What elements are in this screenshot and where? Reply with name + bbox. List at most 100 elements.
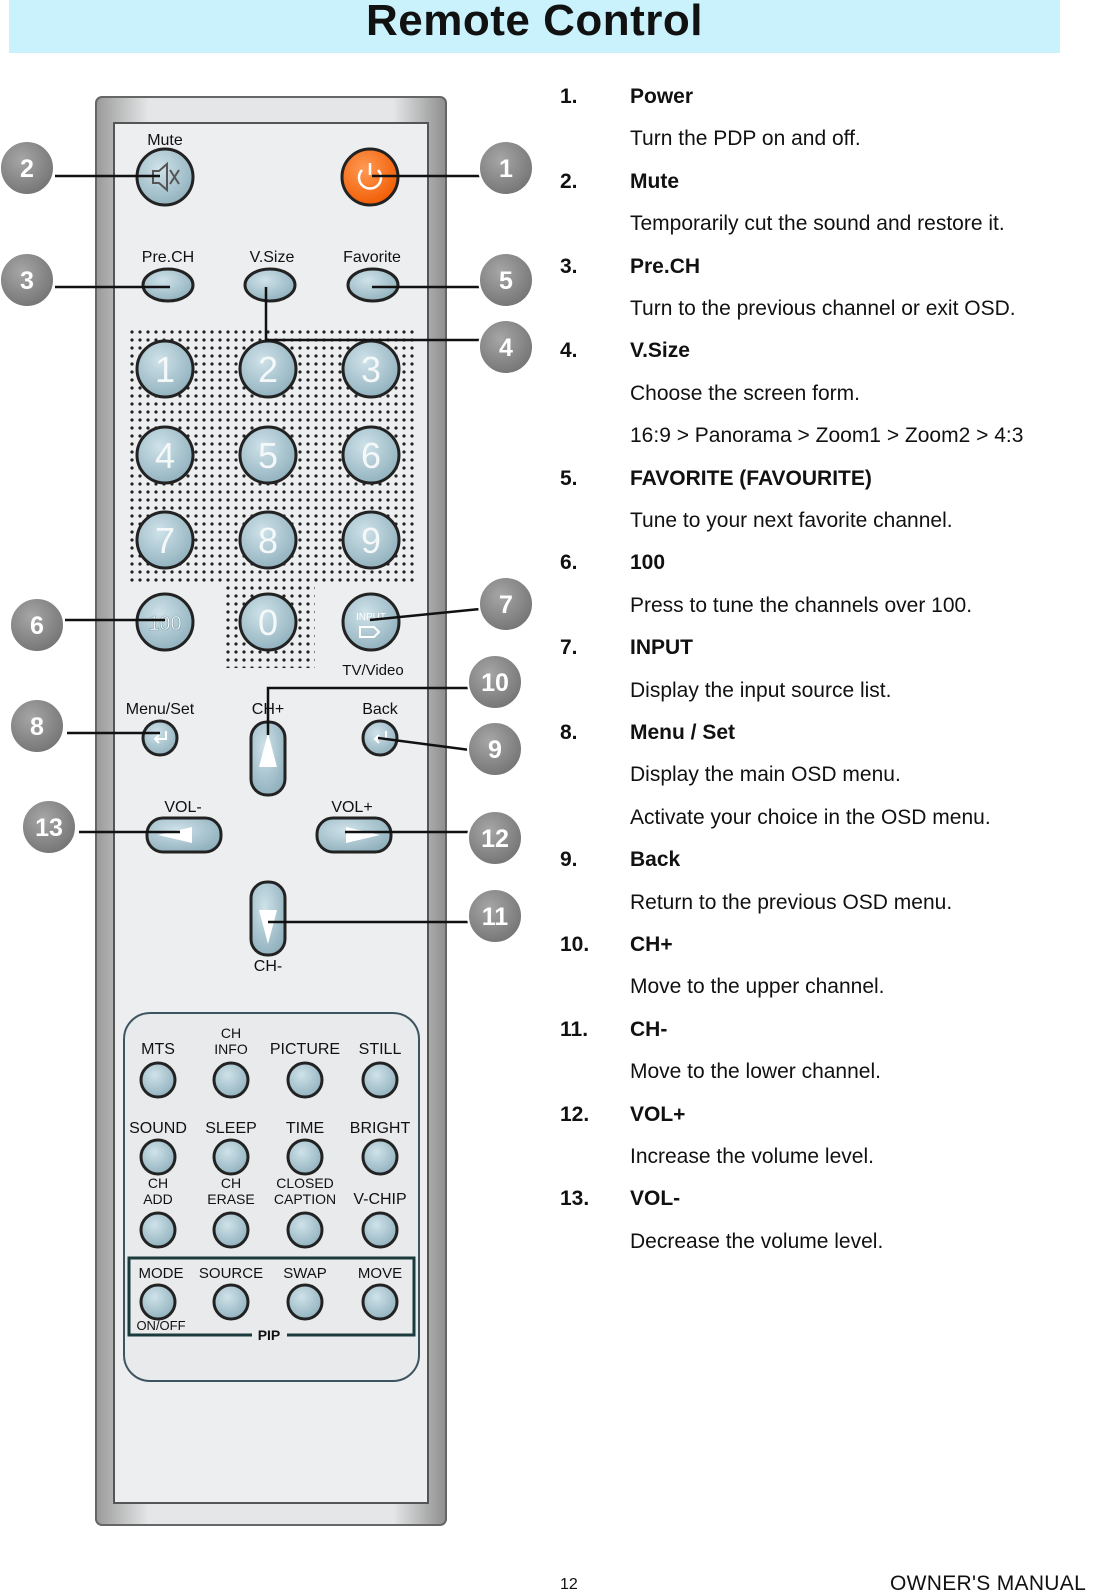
favorite-label: Favorite bbox=[343, 249, 401, 266]
item-description: Choose the screen form. bbox=[630, 381, 860, 405]
arrow-down-icon bbox=[259, 910, 277, 944]
mute-button[interactable] bbox=[135, 147, 195, 207]
ch-minus-label: CH- bbox=[254, 958, 282, 975]
item-name: VOL- bbox=[630, 1187, 681, 1211]
fn-key-button[interactable] bbox=[139, 1211, 177, 1249]
key-7[interactable]: 7 bbox=[135, 510, 195, 570]
callout-number: 3 bbox=[20, 267, 34, 295]
item-name: CH+ bbox=[630, 933, 673, 956]
fn-key-button[interactable] bbox=[361, 1138, 399, 1176]
callout-3: 3 bbox=[0, 252, 55, 308]
item-number: 11. bbox=[560, 1017, 589, 1041]
item-name: FAVORITE (FAVOURITE) bbox=[630, 466, 872, 490]
input-button[interactable]: INPUT bbox=[341, 592, 401, 652]
callout-4: 4 bbox=[478, 319, 534, 375]
ch-down-button[interactable] bbox=[249, 880, 287, 957]
pip-key-button[interactable] bbox=[212, 1283, 250, 1321]
key-0[interactable]: 0 bbox=[238, 592, 298, 652]
fn-key-button[interactable] bbox=[286, 1138, 324, 1176]
fn-key-button[interactable] bbox=[212, 1138, 250, 1176]
prech-button[interactable] bbox=[141, 267, 195, 303]
callout-9: 9 bbox=[467, 721, 523, 777]
callout-5: 5 bbox=[478, 252, 534, 308]
key-2[interactable]: 2 bbox=[238, 339, 298, 399]
item-name: CH- bbox=[630, 1017, 668, 1041]
item-description: Turn the PDP on and off. bbox=[630, 127, 861, 151]
fn-key-button[interactable] bbox=[139, 1138, 177, 1176]
vol-down-button[interactable] bbox=[145, 816, 223, 854]
key-4[interactable]: 4 bbox=[135, 425, 195, 485]
fn-key-button[interactable] bbox=[286, 1211, 324, 1249]
pip-key-button[interactable] bbox=[139, 1283, 177, 1321]
key-8-label: 8 bbox=[258, 520, 278, 561]
callout-number: 10 bbox=[481, 669, 509, 697]
pip-key-label: SWAP bbox=[283, 1265, 327, 1282]
callout-13: 13 bbox=[21, 799, 77, 855]
key-6[interactable]: 6 bbox=[341, 425, 401, 485]
fn-key-label: STILL bbox=[359, 1041, 402, 1058]
fn-key-label: BRIGHT bbox=[350, 1120, 411, 1137]
arrow-up-icon bbox=[259, 733, 277, 767]
item-name: Mute bbox=[630, 169, 679, 193]
callout-number: 1 bbox=[499, 155, 513, 183]
item-number: 13. bbox=[560, 1187, 590, 1211]
key-0-label: 0 bbox=[258, 602, 278, 643]
key-3-label: 3 bbox=[361, 349, 381, 390]
vol-up-button[interactable] bbox=[315, 816, 393, 854]
vol-plus-label: VOL+ bbox=[331, 799, 372, 816]
callout-11: 11 bbox=[467, 888, 523, 944]
item-description: 16:9 > Panorama > Zoom1 > Zoom2 > 4:3 bbox=[630, 424, 1024, 448]
mute-label: Mute bbox=[147, 132, 183, 149]
key-4-label: 4 bbox=[155, 435, 175, 476]
fn-key-button[interactable] bbox=[286, 1061, 324, 1099]
callout-12: 12 bbox=[467, 810, 523, 866]
ch-up-button[interactable] bbox=[249, 720, 287, 797]
favorite-button[interactable] bbox=[346, 267, 400, 303]
pip-key-button[interactable] bbox=[361, 1283, 399, 1321]
key-3[interactable]: 3 bbox=[341, 339, 401, 399]
key-8[interactable]: 8 bbox=[238, 510, 298, 570]
key-5-label: 5 bbox=[258, 435, 278, 476]
tv-video-label: TV/Video bbox=[342, 662, 403, 679]
pip-key-label: MOVE bbox=[358, 1265, 402, 1282]
callout-1: 1 bbox=[478, 140, 534, 196]
fn-key-button[interactable] bbox=[361, 1211, 399, 1249]
item-description: Activate your choice in the OSD menu. bbox=[630, 805, 991, 829]
key-5[interactable]: 5 bbox=[238, 425, 298, 485]
callout-number: 2 bbox=[20, 155, 34, 183]
item-number: 10. bbox=[560, 933, 590, 956]
fn-key-button[interactable] bbox=[361, 1061, 399, 1099]
fn-key-button[interactable] bbox=[139, 1061, 177, 1099]
fn-key-label: V-CHIP bbox=[353, 1191, 406, 1208]
callout-leader-lines bbox=[55, 174, 481, 924]
key-9[interactable]: 9 bbox=[341, 510, 401, 570]
item-name: Menu / Set bbox=[630, 721, 736, 744]
item-description: Display the input source list. bbox=[630, 678, 892, 702]
key-1[interactable]: 1 bbox=[135, 339, 195, 399]
item-number: 4. bbox=[560, 339, 578, 363]
item-number: 7. bbox=[560, 636, 578, 660]
callout-number: 8 bbox=[30, 713, 44, 741]
item-description: Move to the lower channel. bbox=[630, 1060, 881, 1084]
callout-8: 8 bbox=[9, 698, 65, 754]
item-description: Tune to your next favorite channel. bbox=[630, 509, 953, 532]
item-number: 8. bbox=[560, 721, 578, 744]
callout-number: 7 bbox=[499, 591, 513, 619]
callout-number: 5 bbox=[499, 267, 513, 295]
menu-set-button[interactable] bbox=[141, 719, 179, 757]
item-description: Temporarily cut the sound and restore it… bbox=[630, 212, 1005, 236]
key-100[interactable]: 100 bbox=[135, 592, 195, 652]
vsize-button[interactable] bbox=[243, 267, 297, 303]
menu-set-label: Menu/Set bbox=[126, 701, 195, 718]
pip-key-label: MODE bbox=[139, 1265, 184, 1282]
pip-key-button[interactable] bbox=[286, 1283, 324, 1321]
callout-10: 10 bbox=[467, 654, 523, 710]
fn-key-button[interactable] bbox=[212, 1211, 250, 1249]
item-name: 100 bbox=[630, 551, 666, 575]
item-name: INPUT bbox=[630, 636, 693, 660]
vsize-label: V.Size bbox=[250, 249, 295, 266]
fn-key-button[interactable] bbox=[212, 1061, 250, 1099]
item-description: Decrease the volume level. bbox=[630, 1229, 884, 1253]
mute-icon bbox=[152, 161, 180, 193]
